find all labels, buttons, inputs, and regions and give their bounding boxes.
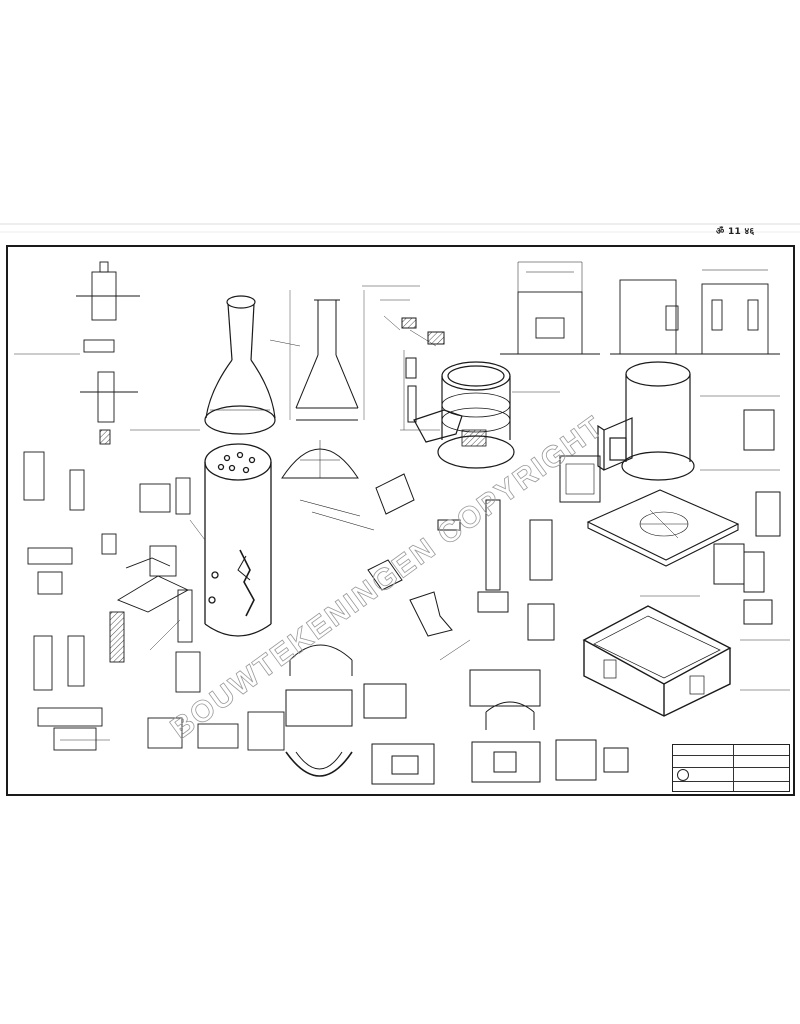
title-block (672, 744, 790, 792)
brackets-center (299, 455, 601, 641)
chimney-funnel-isometric (204, 295, 276, 435)
saddle-brackets-bottom (285, 644, 629, 785)
fittings-details-left (23, 261, 285, 751)
sheet-reference-mark: ॐ 11 ४६ (716, 227, 755, 237)
pins-shafts (401, 317, 781, 625)
base-plate-isometric (586, 489, 740, 567)
watermark: BOUWTEKENINGEN COPYRIGHT (165, 410, 610, 746)
firebox-cylinder-isometric (413, 361, 515, 469)
boiler-cylinder-isometric (204, 443, 272, 637)
frame-box-isometric (582, 605, 732, 717)
funnel-elevation (281, 290, 365, 479)
firebox-with-door-isometric (597, 361, 695, 481)
firebox-elevation-views (500, 261, 780, 355)
drawing-frame (6, 245, 795, 796)
dimension-lines (14, 285, 790, 741)
